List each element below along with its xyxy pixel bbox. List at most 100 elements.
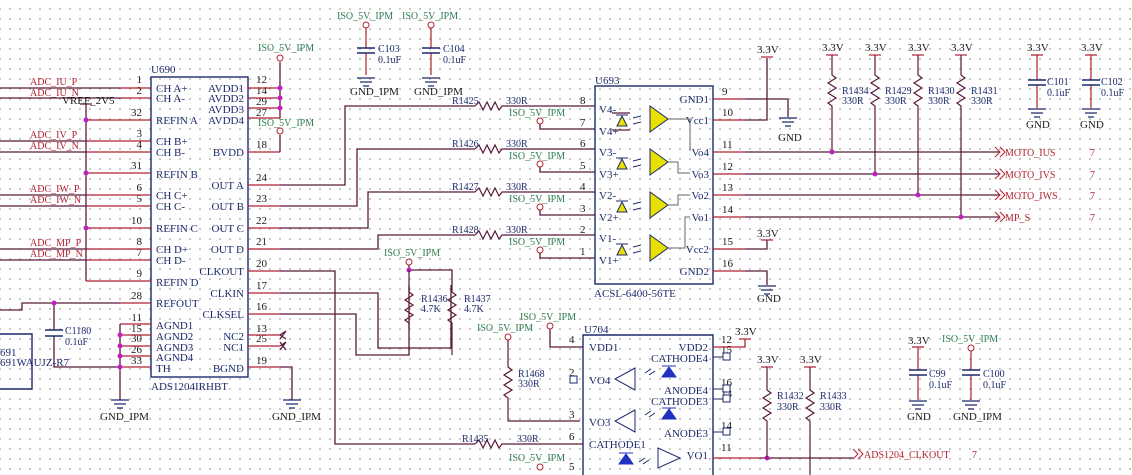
iso5v-label: ISO_5V_IPM [337,11,393,22]
pullup-resistors: 3.3V R1434 330R 3.3V R1429 330R 3.3V R14… [822,42,998,220]
u690-right-pin-names: AVDD1 AVDD2 AVDD3 AVDD4 BVDD OUT A OUT B… [199,83,244,375]
pin-number: 24 [256,172,268,184]
r1433-value: 330R [820,402,842,413]
c101-ref: C101 [1047,77,1069,88]
u690-right-junctions [277,85,283,111]
vref-2v5-label: VREF_2V5 [62,95,115,107]
iso5v-label: ISO_5V_IPM [509,151,565,162]
iso5v-label: ISO_5V_IPM [477,323,533,334]
r1430-ref: R1430 [928,86,955,97]
pin-name: Vo3 [691,169,709,181]
port-sheet: 7 [1090,148,1095,159]
r1429-resistor[interactable]: 3.3V R1429 330R [865,42,912,174]
c104-capacitor[interactable]: ISO_5V_IPM C104 0.1uF GND_IPM [402,11,467,98]
r1437-resistor[interactable]: R1437 4.7K [446,285,491,355]
iso5v-label: ISO_5V_IPM [258,43,314,54]
r1428-ref: R1428 [452,225,479,236]
u691-ref: 691 [0,347,17,359]
pin-number: 33 [131,355,143,367]
u691-component[interactable]: 691 691WAUJZ-R7 [0,333,70,390]
c1180-value: 0.1uF [65,337,89,348]
net-label-adc-iu-n: ADC_IU_N [30,88,79,99]
pin-name: Vo1 [691,212,709,224]
pin-name: ANODE4 [664,385,708,397]
u690-left-pin-names: CH A+ CH A- REFIN A CH B+ CH B- REFIN B … [156,83,199,375]
r1435-resistor[interactable]: R1435 330R [462,434,583,450]
pin-number: 19 [256,355,268,367]
net-label-adc-mp-n: ADC_MP_N [30,249,83,260]
pin-name: CLKOUT [199,266,244,278]
port-sheet: 7 [972,450,977,461]
pin-name: AVDD4 [208,115,244,127]
pin-number: 1 [580,246,586,258]
u690-left-junctions [51,117,123,370]
u704-component[interactable]: U704 [582,324,714,475]
r1434-resistor[interactable]: 3.3V R1434 330R [822,42,869,152]
u690-left-pin-numbers: 1 2 32 3 4 31 6 5 10 8 7 9 28 11 15 30 2… [131,74,143,367]
pin-name: REFIN C [156,223,198,235]
pin-name: CH A+ [156,83,188,95]
pin-number: 2 [569,367,575,379]
pin-name: V3+ [599,169,619,181]
pin-number: 6 [569,431,575,443]
pin-number: 20 [256,258,268,270]
pin-number: 28 [131,290,143,302]
pin-name: REFIN D [156,277,199,289]
pin-number: 14 [721,420,733,432]
c103-capacitor[interactable]: ISO_5V_IPM C103 0.1uF GND_IPM [337,11,402,98]
pin-number: 32 [131,107,142,119]
u693-component[interactable]: U693 ACSL-6400-56TE [594,75,714,300]
pin-number: 13 [256,323,268,335]
pin-name: TH [156,363,171,375]
pin-name: GND2 [680,266,709,278]
u704-pin-numbers: 4 2 3 6 5 12 15 16 13 14 11 [569,334,733,473]
port-moto-iws[interactable]: MOTO_IWS 7 [994,189,1095,202]
u690-body[interactable] [150,76,249,378]
r1431-ref: R1431 [971,86,998,97]
gnd-ipm-label: GND_IPM [414,86,463,98]
r1468-resistor[interactable]: ISO_5V_IPM R1468 330R [477,323,580,422]
r1432-resistor[interactable]: 3.3V R1432 330R [757,354,804,458]
r1427-resistor[interactable]: R1427 330R [452,182,595,198]
pin-name: CH C- [156,201,185,213]
r1433-resistor[interactable]: 3.3V R1433 330R [800,354,847,475]
port-sheet: 7 [1090,170,1095,181]
u690-component[interactable]: U690 ADS1204IRHBT [150,64,249,393]
r1430-resistor[interactable]: 3.3V R1430 330R [908,42,955,195]
c104-value: 0.1uF [443,55,467,66]
port-mp-s[interactable]: MP_S 7 [994,211,1095,224]
pin-name: V4+ [599,126,619,138]
pin-number: 12 [722,161,733,173]
r1428-resistor[interactable]: R1428 330R [452,225,595,241]
r1436-resistor[interactable]: R1436 4.7K [403,270,448,328]
c99-ref: C99 [929,369,946,380]
pin-number: 8 [580,95,586,107]
pin-name: CATHODE3 [651,396,708,408]
u693-body[interactable] [594,85,714,285]
pin-name: V4- [599,104,616,116]
port-moto-ius[interactable]: MOTO_IUS 7 [994,146,1095,159]
c1180-capacitor[interactable]: C1180 0.1uF [45,326,91,348]
opto-channel-3 [616,148,690,176]
r1426-resistor[interactable]: R1426 330R [452,139,595,155]
c101-capacitor[interactable]: 3.3V C101 0.1uF GND [1026,42,1071,131]
r1431-resistor[interactable]: 3.3V R1431 330R [951,42,998,217]
u704-body[interactable] [582,334,714,475]
opto-channel-4 [612,105,691,151]
pin-name: CH D+ [156,244,188,256]
r1425-resistor[interactable]: R1425 330R [452,96,595,112]
c102-value: 0.1uF [1101,88,1125,99]
port-moto-ivs[interactable]: MOTO_IVS 7 [994,168,1095,181]
pin-name: CATHODE1 [589,439,646,451]
c99-capacitor[interactable]: 3.3V C99 0.1uF GND [907,335,953,423]
pin-name: OUT C [212,223,245,235]
c100-capacitor[interactable]: ISO_5V_IPM C100 0.1uF GND_IPM [942,334,1007,423]
c102-capacitor[interactable]: 3.3V C102 0.1uF GND [1080,42,1125,131]
pin-name: Vo4 [691,147,709,159]
pin-name: NC1 [223,342,244,354]
port-ads1204-clkout[interactable]: ADS1204_CLKOUT 7 [852,448,977,461]
pin-number: 10 [722,107,734,119]
pin-number: 5 [569,461,575,473]
gnd-ipm-label: GND_IPM [953,411,1002,423]
pin-number: 30 [131,333,143,345]
